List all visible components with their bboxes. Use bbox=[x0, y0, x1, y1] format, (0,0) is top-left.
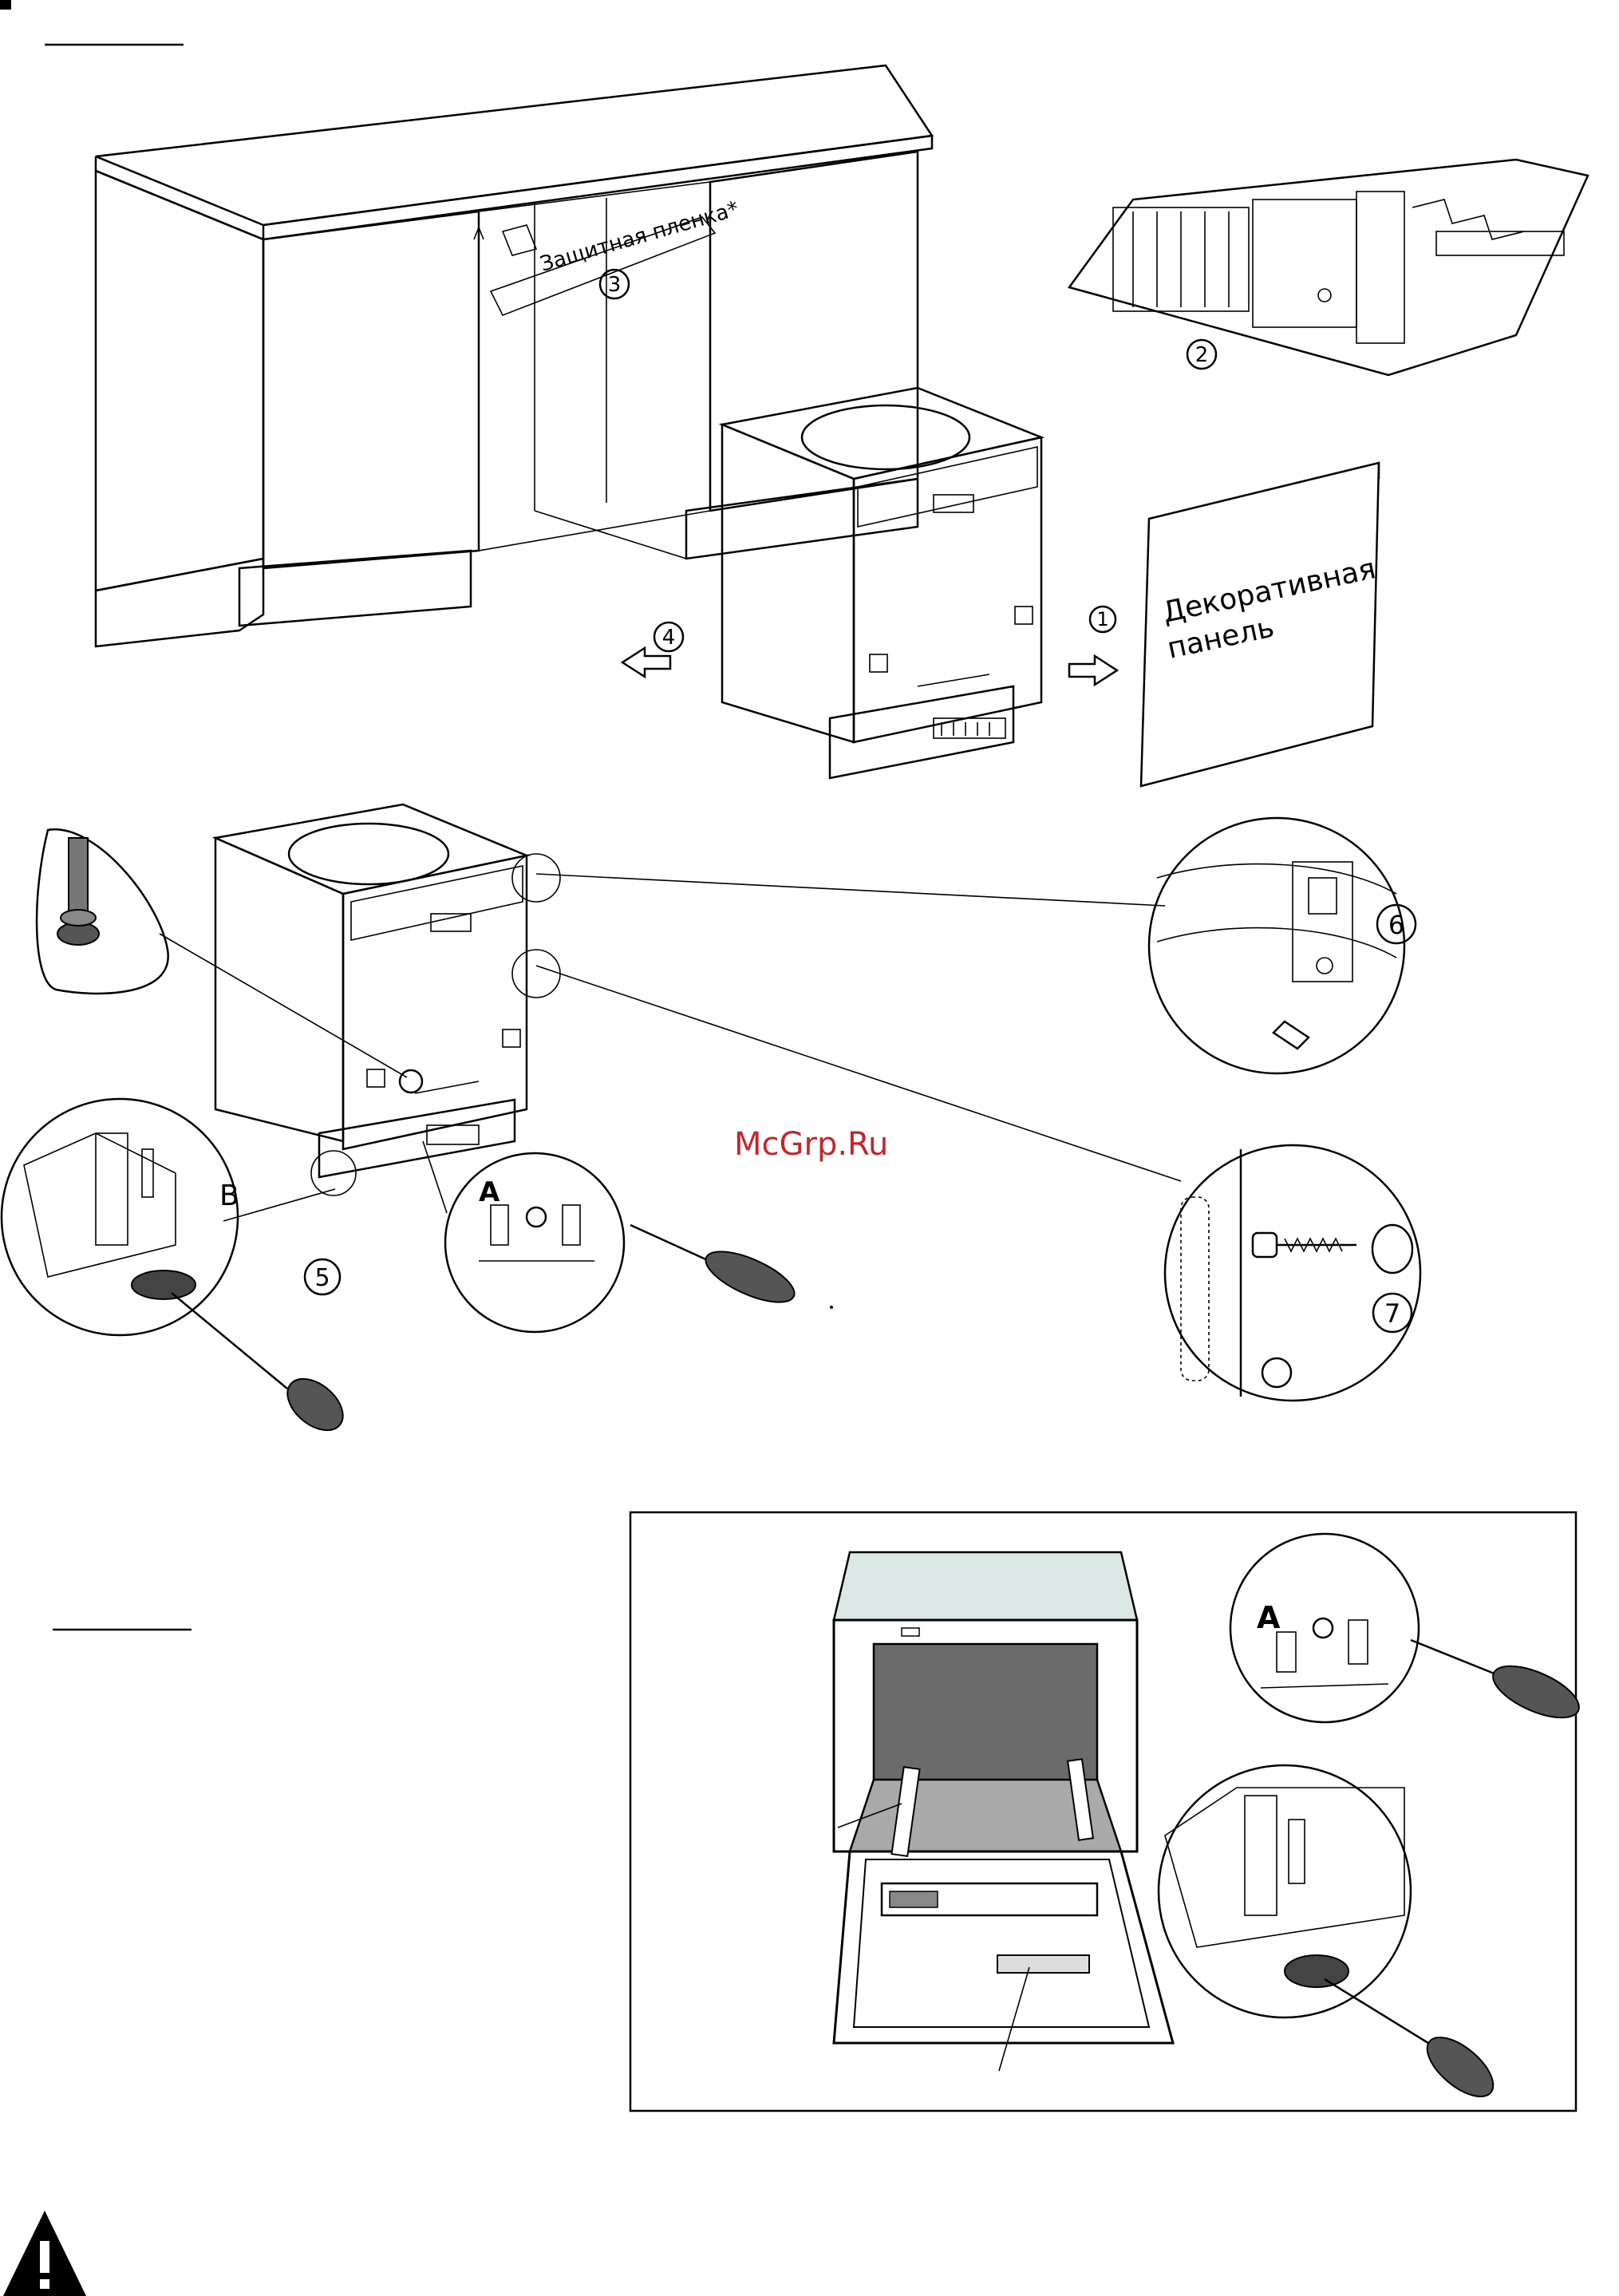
detail-b-callout-line bbox=[223, 1189, 335, 1221]
header-corner-mark bbox=[0, 0, 11, 10]
step-2-number: 2 bbox=[1195, 343, 1209, 367]
detail-b-content bbox=[24, 1133, 353, 1440]
arrow-step-1 bbox=[1069, 656, 1117, 685]
detail-6-content bbox=[1157, 862, 1396, 1049]
detail-a-letter: A bbox=[479, 1176, 500, 1208]
detail-7-source-circle bbox=[512, 950, 560, 998]
detail-7-content bbox=[1181, 1149, 1412, 1397]
detail-a-callout-line bbox=[423, 1141, 447, 1213]
warning-exclamation-icon bbox=[40, 2241, 49, 2273]
detail-6-source-circle bbox=[512, 854, 560, 902]
step-5-number: 5 bbox=[314, 1264, 330, 1292]
detail-a-screwdriver-shaft bbox=[630, 1225, 718, 1265]
detail-2-hinge-bracket bbox=[1069, 160, 1588, 375]
step-1-number: 1 bbox=[1096, 608, 1108, 630]
leveling-nut-top bbox=[61, 910, 96, 926]
detail-a-content bbox=[479, 1205, 594, 1261]
detail-6-callout-line bbox=[536, 874, 1165, 906]
detail-7-circle bbox=[1165, 1145, 1420, 1401]
step-4-number: 4 bbox=[662, 626, 676, 650]
stray-dot bbox=[830, 1306, 833, 1309]
detail-b-letter: B bbox=[219, 1180, 239, 1212]
kitchen-cabinet bbox=[96, 65, 932, 646]
arrow-step-4 bbox=[622, 648, 670, 677]
leveling-foot-inset bbox=[37, 829, 168, 994]
dishwasher-assembly bbox=[215, 804, 527, 1177]
detail-b-source-circle bbox=[311, 1151, 356, 1195]
dishwasher-top bbox=[722, 388, 1041, 778]
watermark: McGrp.Ru bbox=[734, 1126, 888, 1163]
step-3-number: 3 bbox=[608, 273, 622, 297]
step-7-number: 7 bbox=[1384, 1298, 1400, 1329]
warning-exclamation-dot-icon bbox=[40, 2279, 49, 2289]
step-6-number: 6 bbox=[1388, 910, 1404, 940]
detail-b-circle bbox=[2, 1099, 238, 1335]
leveling-callout-line bbox=[160, 934, 407, 1077]
detail-a-circle bbox=[445, 1153, 624, 1332]
open-dishwasher bbox=[834, 1552, 1173, 2043]
detail-a-screwdriver-handle bbox=[699, 1241, 801, 1312]
boxed-detail-a-letter: A bbox=[1257, 1600, 1281, 1635]
